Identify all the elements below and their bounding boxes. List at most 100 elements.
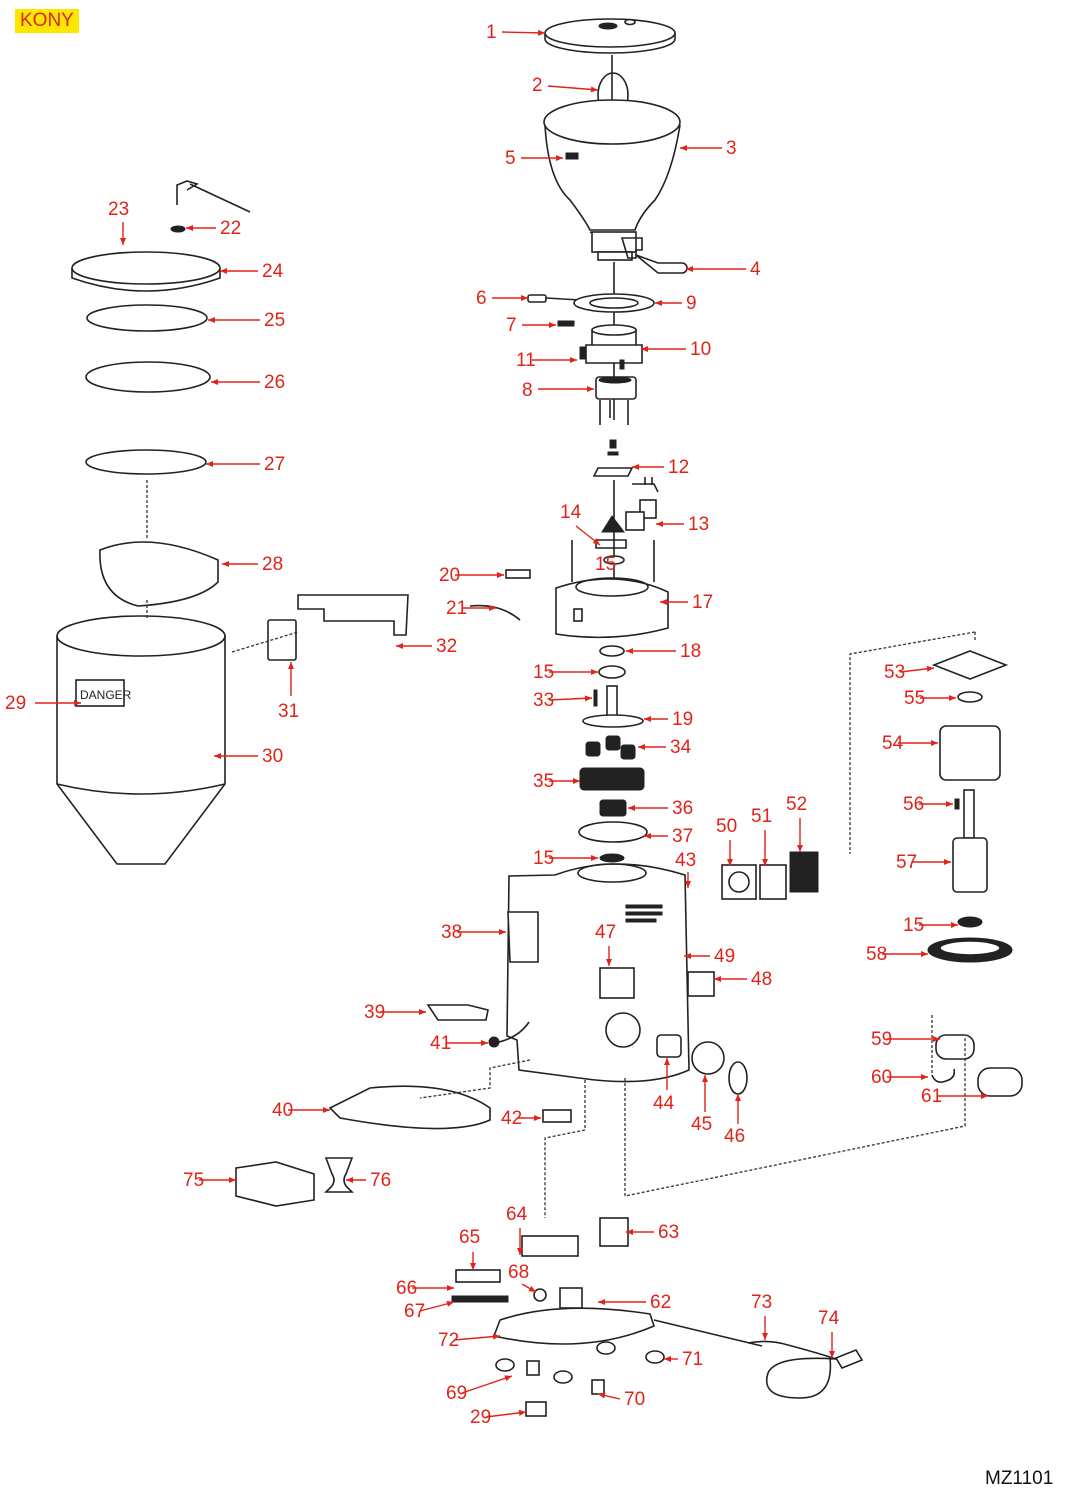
callout-2: 2 [532, 75, 599, 96]
callout-62: 62 [598, 1292, 671, 1313]
arrowhead-icon [632, 464, 639, 470]
part-number-label: 21 [446, 598, 467, 619]
motor [927, 650, 1023, 1097]
arrowhead-icon [587, 386, 594, 392]
arrowhead-icon [447, 1285, 454, 1291]
arrowhead-icon [735, 1094, 741, 1101]
callout-13: 13 [656, 514, 709, 535]
callout-59: 59 [871, 1029, 940, 1050]
arrowhead-icon [921, 951, 928, 957]
callout-14: 14 [560, 502, 601, 546]
arrowhead-icon [591, 855, 598, 861]
callout-60: 60 [871, 1067, 928, 1088]
callout-56: 56 [903, 794, 953, 815]
callout-4: 4 [686, 259, 761, 280]
callout-30: 30 [214, 746, 283, 767]
part-number-label: 2 [532, 75, 543, 96]
part-number-label: 49 [714, 946, 735, 967]
part-number-label: 27 [264, 454, 285, 475]
callout-66: 66 [396, 1278, 454, 1299]
leader-line [548, 697, 593, 701]
callout-41: 41 [430, 1033, 488, 1054]
arrowhead-icon [921, 1074, 928, 1080]
part-number-label: 60 [871, 1067, 892, 1088]
arrowhead-icon [556, 155, 563, 161]
part-number-label: 13 [688, 514, 709, 535]
part-number-label: 24 [262, 261, 284, 282]
callout-32: 32 [396, 636, 457, 657]
leader-line [501, 31, 546, 34]
doser-assembly [56, 180, 409, 865]
part-number-label: 35 [533, 771, 554, 792]
part-number-label: 69 [446, 1383, 467, 1404]
arrowhead-icon [598, 1392, 606, 1399]
part-number-label: 76 [370, 1170, 391, 1191]
callout-52: 52 [786, 794, 807, 852]
callout-20: 20 [439, 565, 504, 586]
part-number-label: 33 [533, 690, 554, 711]
arrowhead-icon [660, 599, 667, 605]
callout-23: 23 [108, 199, 129, 245]
part-number-label: 68 [508, 1262, 529, 1283]
part-number-label: 54 [882, 733, 904, 754]
callout-70: 70 [597, 1389, 645, 1410]
arrowhead-icon [829, 1351, 835, 1358]
arrowhead-icon [590, 86, 598, 93]
leader-line [453, 1335, 501, 1341]
callout-8: 8 [522, 380, 594, 401]
grinder-body [506, 863, 748, 1095]
arrowhead-icon [517, 1248, 523, 1255]
arrowhead-icon [949, 695, 956, 701]
part-number-label: 15 [533, 848, 554, 869]
arrowhead-icon [655, 300, 662, 306]
arrowhead-icon [346, 1177, 353, 1183]
part-number-label: 23 [108, 199, 129, 220]
arrowhead-icon [206, 461, 213, 467]
part-number-label: 18 [680, 641, 701, 662]
part-number-label: 44 [653, 1093, 675, 1114]
arrowhead-icon [727, 859, 733, 866]
callout-76: 76 [346, 1170, 391, 1191]
arrowhead-icon [686, 266, 693, 272]
callout-57: 57 [896, 852, 951, 873]
arrowhead-icon [702, 1075, 708, 1082]
callout-25: 25 [208, 310, 285, 331]
callout-46: 46 [724, 1094, 745, 1147]
part-number-label: 43 [675, 850, 696, 871]
callout-5: 5 [505, 148, 563, 169]
arrowhead-icon [211, 379, 218, 385]
callout-27: 27 [206, 454, 285, 475]
arrowhead-icon [598, 1299, 605, 1305]
callout-72: 72 [438, 1330, 501, 1351]
arrowhead-icon [592, 538, 600, 545]
arrowhead-icon [584, 695, 592, 702]
part-number-label: 74 [818, 1308, 840, 1329]
grinder-housing-top [555, 540, 669, 639]
part-number-label: 11 [516, 350, 536, 371]
part-number-label: 59 [871, 1029, 892, 1050]
part-number-label: 30 [262, 746, 283, 767]
callout-74: 74 [818, 1308, 840, 1358]
arrowhead-icon [656, 521, 663, 527]
part-number-label: 51 [751, 806, 772, 827]
callout-43: 43 [675, 850, 696, 888]
arrowhead-icon [470, 1263, 476, 1270]
callout-17: 17 [660, 592, 713, 613]
arrowhead-icon [549, 322, 556, 328]
arrowhead-icon [951, 922, 958, 928]
part-number-label: 1 [486, 22, 497, 43]
callout-31: 31 [278, 662, 299, 722]
callout-12: 12 [632, 457, 689, 478]
callout-55: 55 [904, 688, 956, 709]
leader-line [547, 85, 599, 91]
hopper-lid [544, 18, 676, 54]
arrowhead-icon [222, 561, 229, 567]
arrowhead-icon [499, 929, 506, 935]
callout-1: 1 [486, 22, 546, 43]
part-number-label: 29 [470, 1407, 491, 1428]
arrowhead-icon [664, 1356, 671, 1362]
callout-33: 33 [533, 690, 593, 711]
callout-61: 61 [921, 1086, 988, 1107]
arrowhead-icon [521, 295, 528, 301]
